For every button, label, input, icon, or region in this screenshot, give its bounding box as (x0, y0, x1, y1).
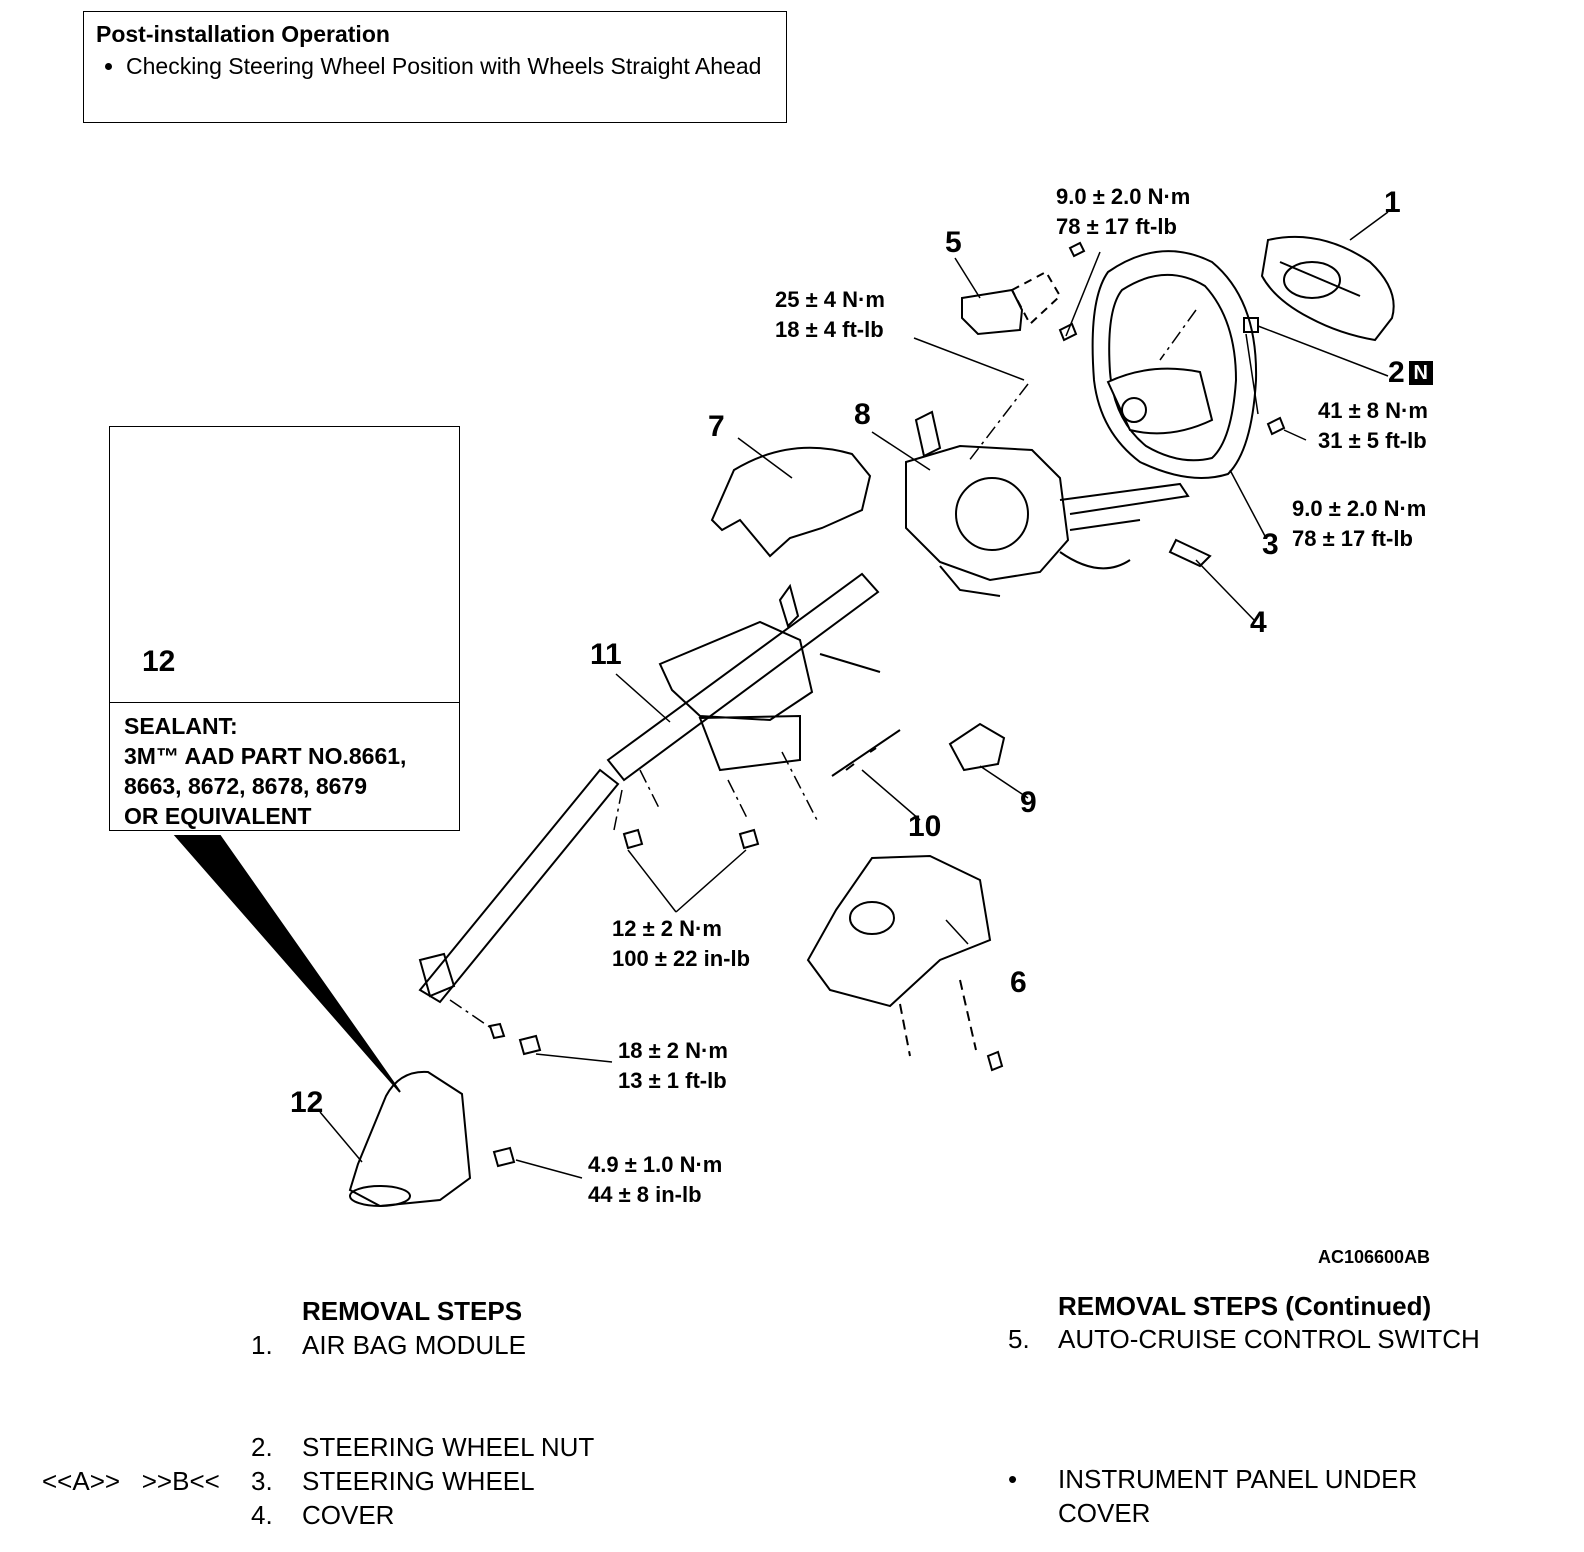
step-3-number: 3. (251, 1466, 273, 1496)
part-label-8: 8 (854, 398, 871, 431)
part-label-6: 6 (1010, 966, 1027, 999)
torque-spec-9b: 9.0 ± 2.0 N·m 78 ± 17 ft-lb (1292, 494, 1426, 554)
torque-imperial: 13 ± 1 ft-lb (618, 1068, 727, 1093)
sealant-line: 8663, 8672, 8678, 8679 (124, 773, 368, 799)
step-2-text: STEERING WHEEL NUT (302, 1432, 595, 1462)
torque-spec-18: 18 ± 2 N·m 13 ± 1 ft-lb (618, 1036, 728, 1096)
air-bag-module-drawing (1260, 235, 1395, 342)
lower-cover-drawing (806, 854, 1004, 1072)
step-3-ref: <<A>> >>B<< (42, 1466, 220, 1496)
torque-metric: 9.0 ± 2.0 N·m (1292, 496, 1427, 521)
part-label-10: 10 (908, 810, 942, 843)
torque-metric: 9.0 ± 2.0 N·m (1056, 184, 1191, 209)
post-installation-box: Post-installation Operation Checking Ste… (83, 11, 787, 123)
torque-spec-41: 41 ± 8 N·m 31 ± 5 ft-lb (1318, 396, 1428, 456)
sealant-line: OR EQUIVALENT (124, 803, 312, 829)
step-5-text: AUTO-CRUISE CONTROL SWITCH (1058, 1324, 1480, 1354)
torque-metric: 41 ± 8 N·m (1318, 398, 1428, 423)
column-boot-drawing (348, 1070, 472, 1208)
torque-metric: 12 ± 2 N·m (612, 916, 722, 941)
torque-imperial: 78 ± 17 ft-lb (1292, 526, 1413, 551)
column-switch-drawing (905, 410, 1190, 597)
torque-imperial: 31 ± 5 ft-lb (1318, 428, 1427, 453)
torque-metric: 4.9 ± 1.0 N·m (588, 1152, 723, 1177)
part-label-5: 5 (945, 226, 962, 259)
step-1-text: AIR BAG MODULE (302, 1330, 526, 1360)
removal-steps-heading: REMOVAL STEPS (302, 1296, 523, 1326)
step-4-number: 4. (251, 1500, 273, 1530)
torque-imperial: 44 ± 8 in-lb (588, 1182, 702, 1207)
step-3-text: STEERING WHEEL (302, 1466, 535, 1496)
torque-spec-49: 4.9 ± 1.0 N·m 44 ± 8 in-lb (588, 1150, 722, 1210)
torque-spec-25: 25 ± 4 N·m 18 ± 4 ft-lb (775, 285, 885, 345)
step-5-number: 5. (1008, 1324, 1030, 1354)
part-label-1: 1 (1384, 186, 1401, 219)
steering-wheel-drawing (1091, 250, 1258, 479)
bullet-mark: • (1008, 1464, 1018, 1494)
torque-imperial: 78 ± 17 ft-lb (1056, 214, 1177, 239)
post-installation-list: Checking Steering Wheel Position with Wh… (96, 52, 774, 80)
step-2-number: 2. (251, 1432, 273, 1462)
post-installation-item: Checking Steering Wheel Position with Wh… (126, 52, 774, 80)
step-1-number: 1. (251, 1330, 273, 1360)
n-badge-icon: N (1408, 361, 1433, 385)
sealant-detail-inset: 12 SEALANT: 3M™ AAD PART NO.8661, 8663, … (109, 426, 460, 831)
sealant-spec: SEALANT: 3M™ AAD PART NO.8661, 8663, 867… (110, 702, 459, 839)
sealant-line: SEALANT: (124, 713, 238, 739)
part-label-7: 7 (708, 410, 725, 443)
part-label-11: 11 (590, 638, 622, 671)
part-label-2-number: 2 (1388, 356, 1405, 389)
post-installation-title: Post-installation Operation (96, 21, 390, 47)
part-label-12: 12 (290, 1086, 324, 1119)
torque-metric: 18 ± 2 N·m (618, 1038, 728, 1063)
step-4-text: COVER (302, 1500, 395, 1530)
removal-steps-continued-heading: REMOVAL STEPS (Continued) (1058, 1291, 1432, 1321)
part-label-3: 3 (1262, 528, 1279, 561)
part-label-9: 9 (1020, 786, 1037, 819)
bullet-text-line-2: COVER (1058, 1498, 1151, 1528)
torque-imperial: 100 ± 22 in-lb (612, 946, 751, 971)
torque-spec-12: 12 ± 2 N·m 100 ± 22 in-lb (612, 914, 750, 974)
figure-code: AC106600AB (1318, 1247, 1431, 1267)
bullet-text-line-1: INSTRUMENT PANEL UNDER (1058, 1464, 1418, 1494)
torque-imperial: 18 ± 4 ft-lb (775, 317, 884, 342)
part-label-4: 4 (1250, 606, 1267, 639)
torque-metric: 25 ± 4 N·m (775, 287, 885, 312)
steering-column-drawing (418, 572, 881, 1004)
torque-spec-top: 9.0 ± 2.0 N·m 78 ± 17 ft-lb (1056, 182, 1190, 242)
inset-callout-12: 12 (142, 645, 176, 678)
sealant-line: 3M™ AAD PART NO.8661, (124, 743, 407, 769)
